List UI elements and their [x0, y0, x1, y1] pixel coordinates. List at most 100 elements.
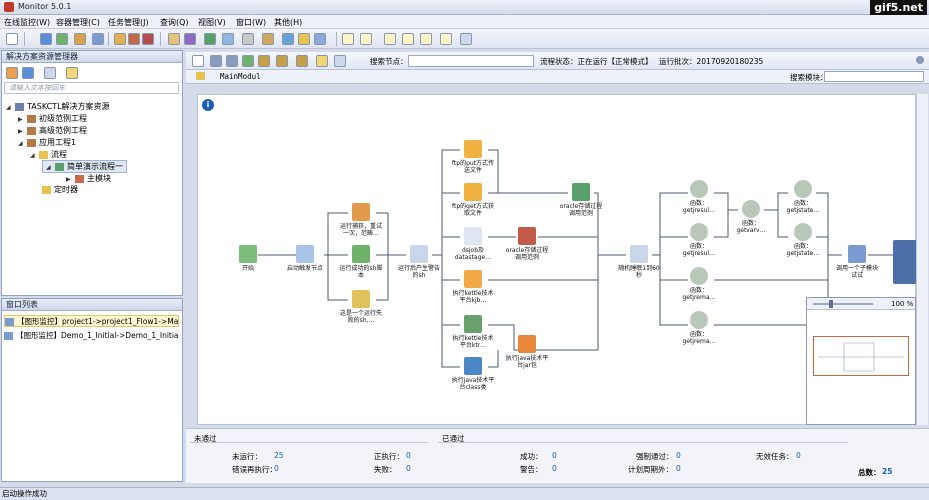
node-sh-warning[interactable]: 运行后产生警告的sh: [396, 245, 442, 279]
panel-right-icon[interactable]: [360, 33, 372, 45]
node-func-getvarv[interactable]: 函数：getvarv…: [728, 200, 774, 234]
flow-canvas[interactable]: i 开始 启动触发节点 运行捕获，重试一次，范畴… 运行成功的sh脚本 这是一个…: [197, 94, 917, 425]
menu-query[interactable]: 查询(Q): [160, 18, 189, 27]
zoom-icon[interactable]: [334, 55, 346, 67]
canvas-scrollbar[interactable]: [916, 94, 928, 425]
tree-search-input[interactable]: 请输入文本按回车: [4, 82, 179, 94]
panel-bottom-icon[interactable]: [402, 33, 414, 45]
collapse-icon[interactable]: ◢: [18, 140, 23, 147]
zoom-slider-track[interactable]: [813, 303, 873, 305]
tree-item-flow[interactable]: ◢流程: [30, 150, 67, 159]
node-dsjob[interactable]: dsjob及datastage…: [450, 227, 496, 261]
grid-icon[interactable]: [222, 33, 234, 45]
refresh-tree-icon[interactable]: [22, 67, 34, 79]
export-icon[interactable]: [262, 33, 274, 45]
node-sh-fail[interactable]: 这是一个运行失败的sh,…: [338, 290, 384, 324]
panel-left-icon[interactable]: [342, 33, 354, 45]
pause-icon[interactable]: [258, 55, 270, 67]
collapse-icon[interactable]: ◢: [6, 104, 11, 111]
node-random-sleep[interactable]: 随机睡眠1到60秒: [618, 245, 660, 279]
node-trigger[interactable]: 启动触发节点: [284, 245, 326, 272]
collapse-icon[interactable]: ◢: [30, 152, 35, 159]
panel-split-icon[interactable]: [420, 33, 432, 45]
search-module-input[interactable]: [824, 71, 924, 82]
tree-item-advanced[interactable]: ▶高级范例工程: [18, 126, 87, 135]
collapse-icon[interactable]: ◢: [46, 164, 51, 171]
minimap-panel[interactable]: 100 %: [806, 297, 916, 425]
add-icon[interactable]: [6, 67, 18, 79]
options-icon[interactable]: [916, 56, 924, 64]
node-func-getjresul-2[interactable]: 函数：getjresul…: [676, 223, 722, 257]
back-icon[interactable]: [210, 55, 222, 67]
node-func-getjresul-1[interactable]: 函数：getjresul…: [676, 180, 722, 214]
search-tree-icon[interactable]: [44, 67, 56, 79]
node-kettle-kjb[interactable]: 执行kettle技术平台kjb…: [450, 270, 496, 304]
node-kettle-ktr[interactable]: 执行kettle技术平台ktr…: [450, 315, 496, 349]
refresh-icon[interactable]: [56, 33, 68, 45]
new-icon[interactable]: [6, 33, 18, 45]
minimap-viewport[interactable]: [813, 336, 909, 376]
view-icon[interactable]: [204, 33, 216, 45]
filter-icon[interactable]: [66, 67, 78, 79]
reset-icon[interactable]: [296, 55, 308, 67]
folder-icon[interactable]: [74, 33, 86, 45]
monitor-icon[interactable]: [92, 33, 104, 45]
panel-full-icon[interactable]: [440, 33, 452, 45]
node-func-getjrema-1[interactable]: 函数：getjrema…: [676, 267, 722, 301]
menu-dropdown-icon[interactable]: [192, 55, 204, 67]
tree-item-app1[interactable]: ◢应用工程1: [18, 138, 77, 147]
window-list-item[interactable]: 【图形监控】project1->project1_Flow1->Main...: [4, 315, 179, 327]
stop-icon[interactable]: [142, 33, 154, 45]
copy-icon[interactable]: [242, 33, 254, 45]
tab-main-module[interactable]: MainModul: [220, 72, 261, 81]
module-icon: [75, 174, 84, 183]
menu-view[interactable]: 视图(V): [198, 18, 226, 27]
tree-item-basic[interactable]: ▶初级范例工程: [18, 114, 87, 123]
menu-window[interactable]: 窗口(W): [236, 18, 267, 27]
edit-icon[interactable]: [168, 33, 180, 45]
expand-icon[interactable]: ▶: [66, 176, 71, 183]
expand-icon[interactable]: ▶: [18, 128, 23, 135]
tree-item-demo-flow[interactable]: ◢简单演示流程一: [42, 160, 127, 173]
node-ftp-get[interactable]: ftp的get方式获取文件: [450, 183, 496, 217]
window-icon[interactable]: [282, 33, 294, 45]
zoom-slider-handle[interactable]: [829, 300, 833, 308]
panel-top-icon[interactable]: [384, 33, 396, 45]
node-oracle-2[interactable]: oracle存储过程调用范例: [504, 227, 550, 261]
menu-task[interactable]: 任务管理(J): [108, 18, 149, 27]
search-node-input[interactable]: [408, 55, 534, 67]
node-sub-module[interactable]: 调用一个子模块试试: [834, 245, 880, 279]
menu-other[interactable]: 其他(H): [274, 18, 303, 27]
node-retry[interactable]: 运行捕获，重试一次，范畴…: [338, 203, 384, 237]
tree-item-timer[interactable]: 定时器: [42, 184, 78, 195]
window-list-item[interactable]: 【图形监控】Demo_1_Initial->Demo_1_Initial_...: [4, 330, 179, 342]
node-start[interactable]: 开始: [233, 245, 263, 272]
skip-icon[interactable]: [276, 55, 288, 67]
node-java-jar[interactable]: 执行java技术平台jar包: [504, 335, 550, 369]
node-java-class[interactable]: 执行java技术平台class类: [450, 357, 496, 391]
function-node-icon: [794, 223, 812, 241]
play-icon[interactable]: [242, 55, 254, 67]
node-oracle-1[interactable]: oracle存储过程调用范例: [558, 183, 604, 217]
info-icon[interactable]: i: [202, 99, 214, 111]
highlight-icon[interactable]: [316, 55, 328, 67]
node-sh-success[interactable]: 运行成功的sh脚本: [338, 245, 384, 279]
layout-icon[interactable]: [184, 33, 196, 45]
offscreen-node-icon[interactable]: [893, 240, 917, 284]
expand-icon[interactable]: ▶: [18, 116, 23, 123]
tree-item-root[interactable]: ◢TASKCTL解决方案资源: [6, 102, 110, 111]
close-panel-icon[interactable]: [460, 33, 472, 45]
tree-item-main-module[interactable]: ▶主模块: [66, 174, 111, 183]
menu-online-monitor[interactable]: 在线监控(W): [4, 18, 51, 27]
warning-icon[interactable]: [298, 33, 310, 45]
node-func-getjrema-2[interactable]: 函数：getjrema…: [676, 311, 722, 345]
node-ftp-put[interactable]: ftp的put方式传送文件: [450, 140, 496, 174]
forward-icon[interactable]: [226, 55, 238, 67]
tools-icon[interactable]: [114, 33, 126, 45]
settings-icon[interactable]: [314, 33, 326, 45]
chart-icon[interactable]: [128, 33, 140, 45]
node-func-getjstate-1[interactable]: 函数：getjstate…: [780, 180, 826, 214]
menu-container[interactable]: 容器管理(C): [56, 18, 100, 27]
node-func-getjstate-2[interactable]: 函数：getjstate…: [780, 223, 826, 257]
run-icon[interactable]: [40, 33, 52, 45]
